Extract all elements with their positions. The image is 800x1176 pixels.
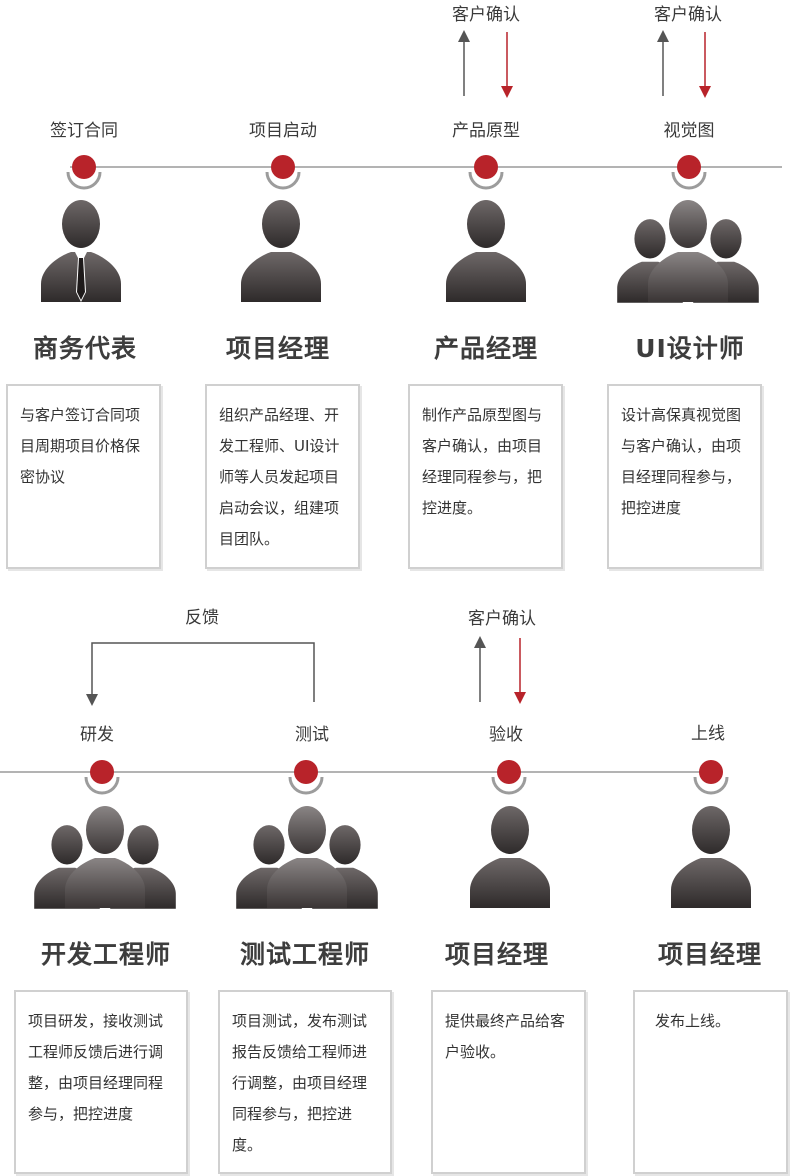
person-icon [671, 806, 751, 908]
step-label: 上线 [691, 724, 725, 744]
step-label: 研发 [80, 725, 114, 745]
description-box: 提供最终产品给客户验收。 [431, 990, 586, 1174]
step-label: 产品原型 [452, 121, 520, 141]
description-box: 项目研发，接收测试工程师反馈后进行调整，由项目经理同程参与，把控进度 [14, 990, 188, 1174]
role-title: 商务代表 [32, 334, 137, 363]
timeline-node [265, 155, 301, 190]
timeline-node [491, 760, 527, 795]
confirm-arrows [458, 30, 513, 98]
step-label: 签订合同 [50, 121, 118, 141]
description-box: 组织产品经理、开发工程师、UI设计师等人员发起项目启动会议，组建项目团队。 [205, 384, 360, 569]
person-icon [446, 200, 526, 302]
timeline-node [468, 155, 504, 190]
role-title: 项目经理 [444, 940, 549, 969]
role-title: 项目经理 [657, 940, 762, 969]
confirm-arrows [474, 636, 526, 704]
description-box: 与客户签订合同项目周期项目价格保密协议 [6, 384, 161, 569]
timeline-node [288, 760, 324, 795]
step-label: 验收 [489, 725, 523, 745]
role-title: 测试工程师 [239, 940, 370, 969]
confirm-label: 客户确认 [654, 5, 722, 25]
role-title: 项目经理 [225, 334, 330, 363]
timeline-node [66, 155, 102, 190]
timeline-node [693, 760, 729, 795]
confirm-arrows [657, 30, 711, 98]
timeline-node [84, 760, 120, 795]
person-icon [241, 200, 321, 302]
person-icon [470, 806, 550, 908]
step-label: 视觉图 [663, 121, 715, 141]
description-box: 发布上线。 [633, 990, 788, 1174]
step-label: 测试 [295, 725, 329, 745]
confirm-label: 客户确认 [468, 609, 536, 629]
timeline-node [671, 155, 707, 190]
feedback-arrow [86, 642, 315, 706]
group-icon [236, 806, 378, 909]
role-title: 产品经理 [433, 334, 538, 363]
description-box: 设计高保真视觉图与客户确认，由项目经理同程参与，把控进度 [607, 384, 762, 569]
confirm-label: 客户确认 [452, 5, 520, 25]
description-box: 制作产品原型图与客户确认，由项目经理同程参与，把控进度。 [408, 384, 563, 569]
group-icon [34, 806, 176, 909]
description-box: 项目测试，发布测试报告反馈给工程师进行调整，由项目经理同程参与，把控进度。 [218, 990, 392, 1174]
group-icon [617, 200, 759, 303]
role-title: UI设计师 [635, 334, 745, 363]
step-label: 项目启动 [249, 121, 317, 141]
feedback-label: 反馈 [185, 608, 219, 628]
businessman-icon [41, 200, 121, 302]
role-title: 开发工程师 [40, 940, 171, 969]
